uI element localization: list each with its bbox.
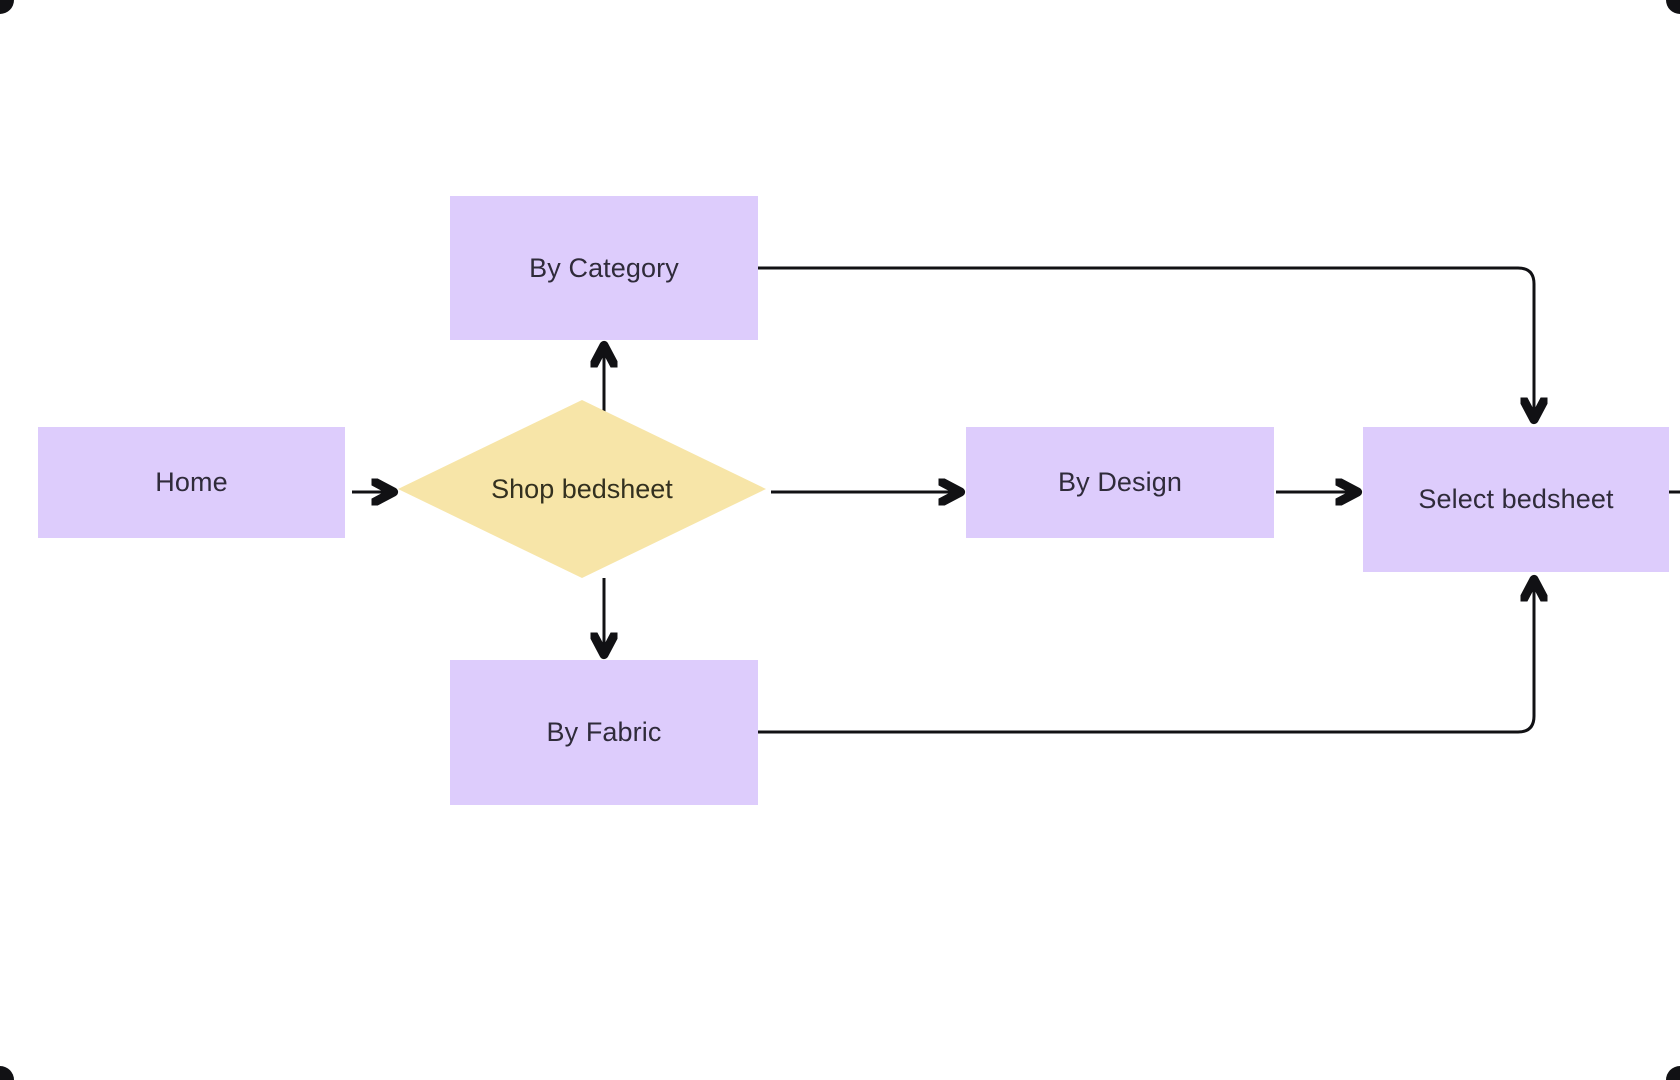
node-label: Shop bedsheet — [491, 473, 673, 504]
node-label: By Fabric — [546, 717, 662, 748]
node-label: By Category — [529, 252, 679, 283]
node-home[interactable]: Home — [38, 427, 345, 538]
node-label: Select bedsheet — [1418, 484, 1614, 515]
node-by-design[interactable]: By Design — [966, 427, 1274, 538]
edge-category-to-select — [758, 266, 1534, 419]
node-by-category[interactable]: By Category — [450, 196, 758, 340]
node-label: Home — [155, 467, 228, 498]
node-by-fabric[interactable]: By Fabric — [450, 660, 758, 805]
node-shop-bedsheet[interactable]: Shop bedsheet — [398, 400, 766, 578]
node-select-bedsheet[interactable]: Select bedsheet — [1363, 427, 1669, 572]
node-label: By Design — [1058, 467, 1182, 498]
edge-fabric-to-select — [758, 580, 1534, 734]
